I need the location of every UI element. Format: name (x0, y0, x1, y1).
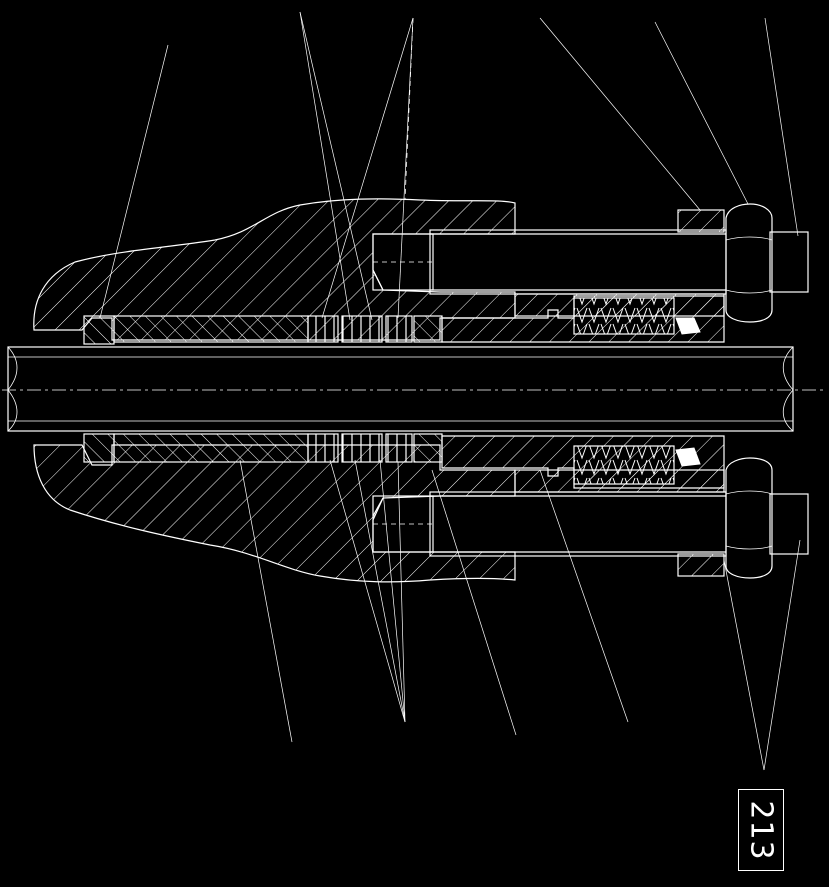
gland-spacer-top (413, 315, 443, 343)
packing-rings-top-a (307, 315, 339, 343)
housing-casting-bottom (33, 444, 516, 583)
hex-nut-top (725, 203, 773, 323)
lantern-sleeve-top (113, 315, 309, 343)
stud-top (372, 229, 809, 295)
shaft (7, 346, 794, 432)
washer-bottom (677, 553, 725, 577)
figure-reference-box: 213 (738, 789, 784, 871)
chevron-packing-top (573, 297, 675, 335)
throat-bush-top (83, 315, 115, 345)
washer-top (677, 209, 725, 233)
stud-bottom (372, 491, 809, 557)
packing-rings-bottom-b (341, 433, 383, 463)
chevron-packing-bottom (573, 445, 675, 485)
figure-reference-number: 213 (743, 799, 779, 861)
throat-bush-bottom (83, 433, 115, 463)
seal-ring-bottom (675, 447, 701, 467)
packing-rings-top-b (341, 315, 383, 343)
packing-rings-top-c (385, 315, 413, 343)
hex-nut-bottom (725, 457, 773, 579)
seal-ring-top (675, 317, 701, 335)
lantern-sleeve-bottom (113, 433, 309, 463)
gland-spacer-bottom (413, 433, 443, 463)
packing-rings-bottom-a (307, 433, 339, 463)
packing-rings-bottom-c (385, 433, 413, 463)
leader-lines-top (99, 11, 799, 321)
leader-lines-bottom (239, 459, 801, 771)
